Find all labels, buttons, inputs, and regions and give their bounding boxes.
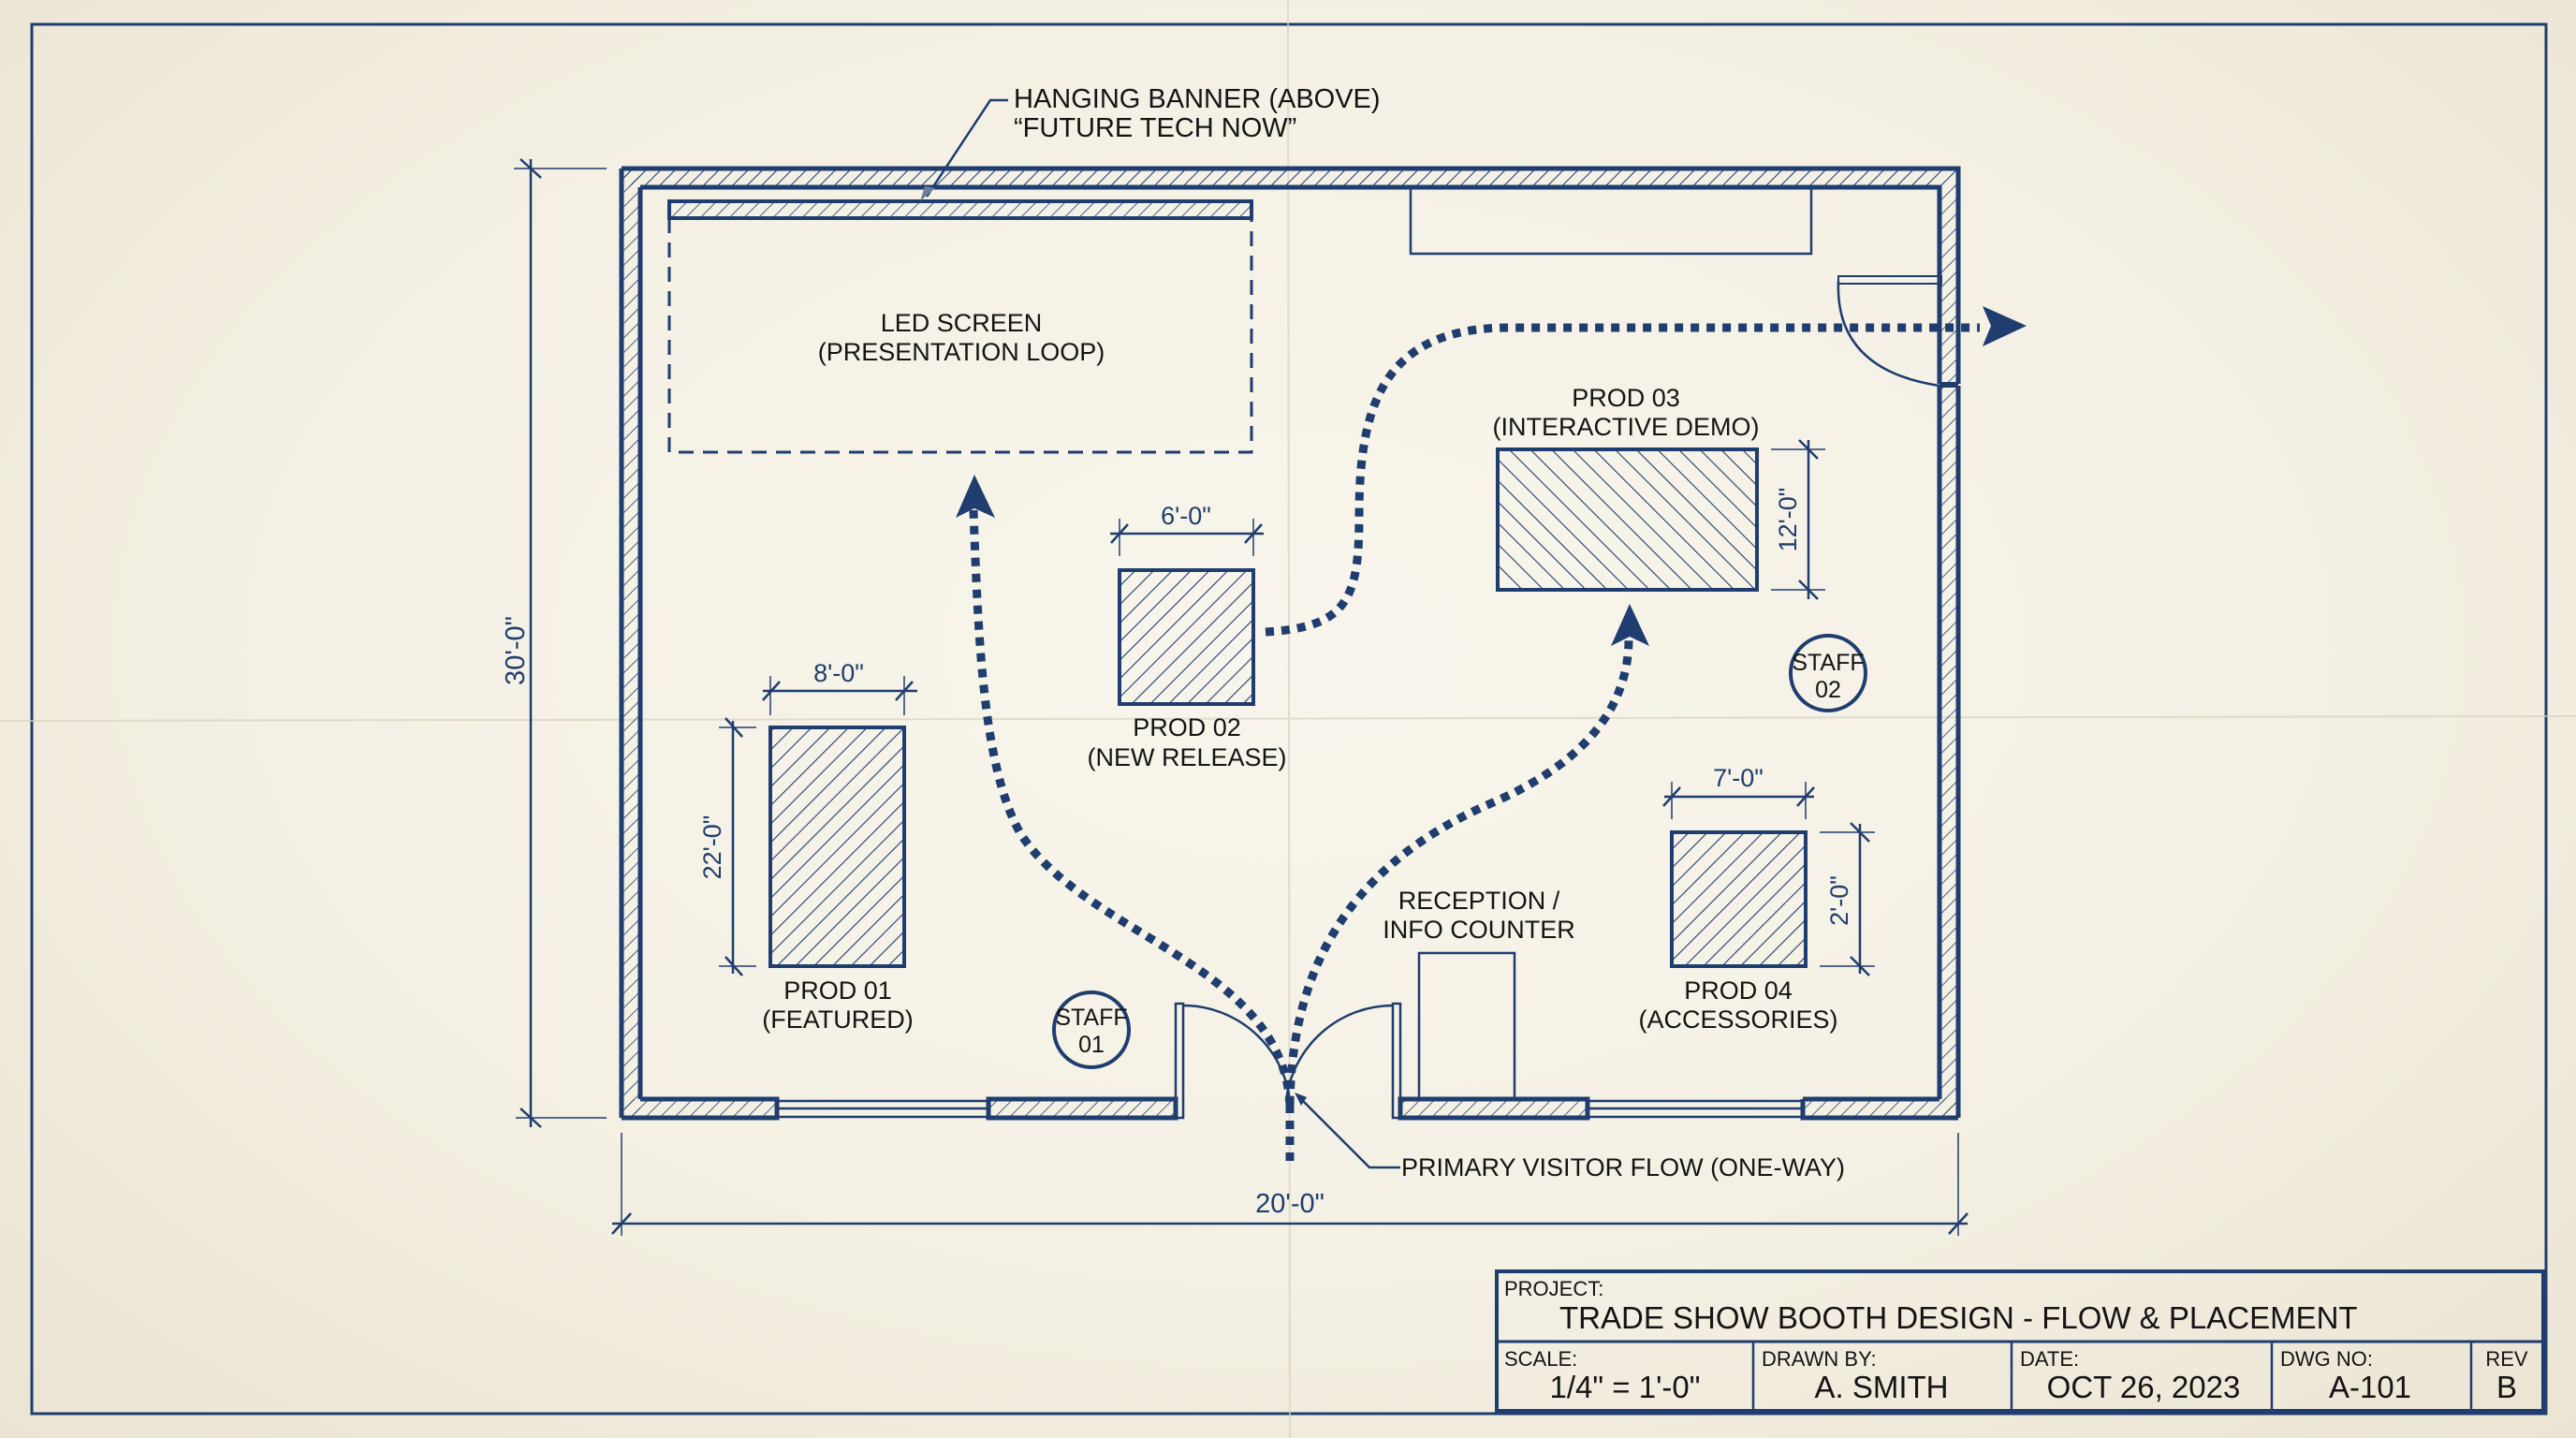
flow-arrowheads (956, 306, 2027, 646)
drawn-by-value: A. SMITH (1814, 1370, 1948, 1404)
prod01-depth-label: 22'-0" (698, 815, 726, 880)
wall-right-upper (1939, 187, 1958, 384)
banner-leader (920, 98, 1008, 201)
window-left (777, 1099, 988, 1119)
window-right (1588, 1099, 1803, 1119)
staff01-station[interactable]: STAFF 01 (1052, 990, 1131, 1069)
prod04-depth-label: 2'-0" (1825, 875, 1853, 926)
wall-bottom-right (1391, 1002, 1958, 1121)
project-label: PROJECT: (1504, 1277, 1603, 1300)
rev-value: B (2496, 1370, 2517, 1404)
prod01-depth-dimension: 22'-0" (698, 717, 756, 976)
overall-depth-dimension: 30'-0" (501, 158, 607, 1128)
drawn-by-label: DRAWN BY: (1762, 1347, 1877, 1371)
led-screen-sublabel: (PRESENTATION LOOP) (818, 338, 1105, 366)
prod03-label: PROD 03 (1572, 384, 1680, 412)
visitor-flow-leader (1295, 1093, 1400, 1169)
prod02-label: PROD 02 (1133, 713, 1241, 741)
prod02-sublabel: (NEW RELEASE) (1087, 743, 1286, 771)
prod04-sublabel: (ACCESSORIES) (1638, 1005, 1837, 1034)
staff02-number: 02 (1815, 677, 1841, 703)
reception-sublabel: INFO COUNTER (1383, 916, 1575, 944)
arrow-to-exit (1983, 306, 2027, 346)
prod03-display[interactable]: PROD 03 (INTERACTIVE DEMO) (1492, 384, 1760, 592)
hanging-banner[interactable] (667, 199, 1253, 220)
banner-label-line2: “FUTURE TECH NOW” (1014, 113, 1296, 143)
prod03-depth-label: 12'-0" (1774, 488, 1802, 552)
staff02-label: STAFF (1792, 650, 1864, 676)
wall-left (622, 169, 640, 1118)
prod01-width-label: 8'-0" (813, 659, 864, 687)
dwg-no-label: DWG NO: (2280, 1347, 2373, 1371)
wall-bottom-left (622, 1002, 1185, 1121)
prod04-width-dimension: 7'-0" (1662, 764, 1815, 819)
prod04-display[interactable]: PROD 04 (ACCESSORIES) (1638, 830, 1838, 1034)
date-value: OCT 26, 2023 (2047, 1370, 2241, 1404)
overall-depth-label: 30'-0" (501, 616, 531, 685)
prod02-width-dimension: 6'-0" (1110, 502, 1264, 556)
visitor-flow-paths (969, 323, 1980, 1161)
arrow-to-prod03 (1611, 604, 1649, 646)
prod01-display[interactable]: PROD 01 (FEATURED) (762, 726, 914, 1034)
staff01-label: STAFF (1055, 1005, 1127, 1031)
wall-right-lower (1939, 386, 1958, 1118)
overall-width-label: 20'-0" (1255, 1189, 1325, 1219)
banner-label-line1: HANGING BANNER (ABOVE) (1014, 84, 1381, 114)
reception-label: RECEPTION / (1398, 887, 1560, 915)
booth-walls (619, 166, 1961, 1121)
prod02-width-label: 6'-0" (1161, 502, 1211, 530)
led-screen-label: LED SCREEN (881, 309, 1043, 337)
overall-width-dimension: 20'-0" (611, 1133, 1969, 1236)
date-label: DATE: (2020, 1347, 2079, 1371)
prod04-depth-dimension: 2'-0" (1820, 822, 1875, 976)
arrow-to-led-screen (956, 475, 995, 518)
visitor-flow-label: PRIMARY VISITOR FLOW (ONE-WAY) (1401, 1153, 1845, 1181)
prod03-depth-dimension: 12'-0" (1771, 439, 1825, 600)
staff02-station[interactable]: STAFF 02 (1789, 634, 1867, 712)
flow-branch-left (969, 509, 1295, 1106)
reception-counter[interactable]: RECEPTION / INFO COUNTER (1383, 887, 1575, 1101)
back-wall-storage[interactable] (1409, 185, 1813, 256)
led-screen-zone[interactable]: LED SCREEN (PRESENTATION LOOP) (667, 218, 1253, 454)
scale-value: 1/4" = 1'-0" (1550, 1370, 1701, 1404)
rev-label: REV (2485, 1347, 2528, 1371)
prod02-display[interactable]: PROD 02 (NEW RELEASE) (1087, 568, 1287, 771)
flow-branch-right (1285, 638, 1633, 1106)
staff01-number: 01 (1078, 1032, 1105, 1058)
prod04-width-label: 7'-0" (1713, 764, 1764, 792)
exit-door[interactable] (1837, 280, 1940, 388)
title-block: PROJECT: TRADE SHOW BOOTH DESIGN - FLOW … (1495, 1269, 2545, 1413)
prod01-sublabel: (FEATURED) (762, 1005, 914, 1034)
scale-label: SCALE: (1504, 1347, 1577, 1371)
prod01-width-dimension: 8'-0" (762, 659, 917, 715)
flow-to-exit (1265, 323, 1980, 637)
prod03-sublabel: (INTERACTIVE DEMO) (1492, 413, 1759, 441)
prod04-label: PROD 04 (1684, 976, 1793, 1005)
project-title: TRADE SHOW BOOTH DESIGN - FLOW & PLACEME… (1559, 1300, 2358, 1335)
prod01-label: PROD 01 (783, 976, 892, 1005)
dwg-no-value: A-101 (2329, 1370, 2411, 1404)
